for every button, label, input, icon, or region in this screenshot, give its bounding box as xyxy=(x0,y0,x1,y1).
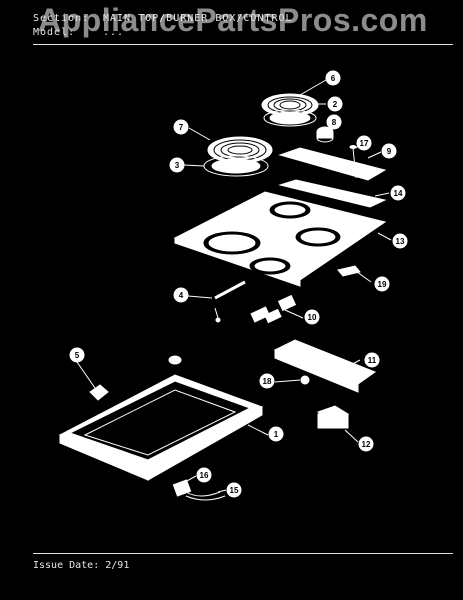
callout-circle xyxy=(326,114,342,130)
callout-9: 9 xyxy=(381,143,397,159)
section-value: MAIN TOP/BURNER BOX/CONTROL xyxy=(103,13,293,24)
model-label: Model: xyxy=(33,27,76,38)
callout-number: 19 xyxy=(378,280,387,289)
callout-12: 12 xyxy=(358,436,374,452)
callout-number: 5 xyxy=(75,351,80,360)
callout-5: 5 xyxy=(69,347,85,363)
callout-number: 10 xyxy=(308,313,317,322)
callout-4: 4 xyxy=(173,287,189,303)
callout-circle xyxy=(226,482,242,498)
callout-circle xyxy=(325,70,341,86)
callout-circle xyxy=(327,96,343,112)
callout-circle xyxy=(304,309,320,325)
section-line: Section: MAIN TOP/BURNER BOX/CONTROL xyxy=(33,13,293,24)
callout-number: 16 xyxy=(200,471,209,480)
clip xyxy=(337,265,361,277)
callout-19: 19 xyxy=(374,276,390,292)
callout-number: 13 xyxy=(396,237,405,246)
callout-16: 16 xyxy=(196,467,212,483)
callout-number: 1 xyxy=(274,430,279,439)
control-bracket xyxy=(273,339,377,393)
issue-date-line: Issue Date: 2/91 xyxy=(33,560,129,571)
footer-rule xyxy=(33,553,453,554)
callout-1: 1 xyxy=(268,426,284,442)
issue-date-label: Issue Date: xyxy=(33,560,100,571)
callout-circle xyxy=(173,119,189,135)
callout-circle xyxy=(196,467,212,483)
callout-6: 6 xyxy=(325,70,341,86)
callout-8: 8 xyxy=(326,114,342,130)
header-rule xyxy=(33,44,453,45)
callout-number: 2 xyxy=(333,100,338,109)
callout-3: 3 xyxy=(169,157,185,173)
callout-11: 11 xyxy=(364,352,380,368)
knob xyxy=(316,126,334,143)
leader-lines xyxy=(183,79,392,493)
callout-circle xyxy=(169,157,185,173)
callout-circle xyxy=(364,352,380,368)
callout-13: 13 xyxy=(392,233,408,249)
wire-harness xyxy=(172,479,226,501)
callout-circle xyxy=(69,347,85,363)
callout-number: 18 xyxy=(263,377,272,386)
callout-circle xyxy=(259,373,275,389)
small-surface-element xyxy=(261,93,319,127)
callout-circle xyxy=(374,276,390,292)
callout-10: 10 xyxy=(304,309,320,325)
callout-circle xyxy=(392,233,408,249)
callout-number: 12 xyxy=(362,440,371,449)
issue-date-value: 2/91 xyxy=(105,560,130,571)
callout-number: 14 xyxy=(394,189,403,198)
nut xyxy=(300,375,310,385)
section-label: Section: xyxy=(33,13,90,24)
large-surface-element xyxy=(203,136,273,177)
callout-circle xyxy=(173,287,189,303)
trim-strip xyxy=(278,179,387,208)
callout-14: 14 xyxy=(390,185,406,201)
callout-circle xyxy=(268,426,284,442)
callout-number: 15 xyxy=(230,486,239,495)
callout-circle xyxy=(358,436,374,452)
callout-18: 18 xyxy=(259,373,275,389)
callout-circle xyxy=(381,143,397,159)
callout-17: 17 xyxy=(356,135,372,151)
terminal-blocks xyxy=(250,294,297,324)
callout-number: 4 xyxy=(179,291,184,300)
callout-number: 8 xyxy=(332,118,337,127)
support-rod xyxy=(214,280,246,323)
control-panel-strip xyxy=(278,147,387,181)
callout-number: 17 xyxy=(360,139,369,148)
callout-circle xyxy=(390,185,406,201)
burner-box xyxy=(58,355,264,481)
side-bracket xyxy=(76,361,109,401)
model-value: ... xyxy=(103,27,125,38)
callout-number: 9 xyxy=(387,147,392,156)
callout-number: 3 xyxy=(175,161,180,170)
watermark: AppliancePartsPros.com xyxy=(38,2,428,38)
callout-7: 7 xyxy=(173,119,189,135)
callout-2: 2 xyxy=(327,96,343,112)
callout-number: 7 xyxy=(179,123,184,132)
callout-number: 6 xyxy=(331,74,336,83)
model-line: Model:... xyxy=(33,27,124,38)
callout-circle xyxy=(356,135,372,151)
callout-number: 11 xyxy=(368,356,377,365)
infinite-switch xyxy=(316,405,350,429)
main-top xyxy=(173,191,387,287)
callout-15: 15 xyxy=(226,482,242,498)
